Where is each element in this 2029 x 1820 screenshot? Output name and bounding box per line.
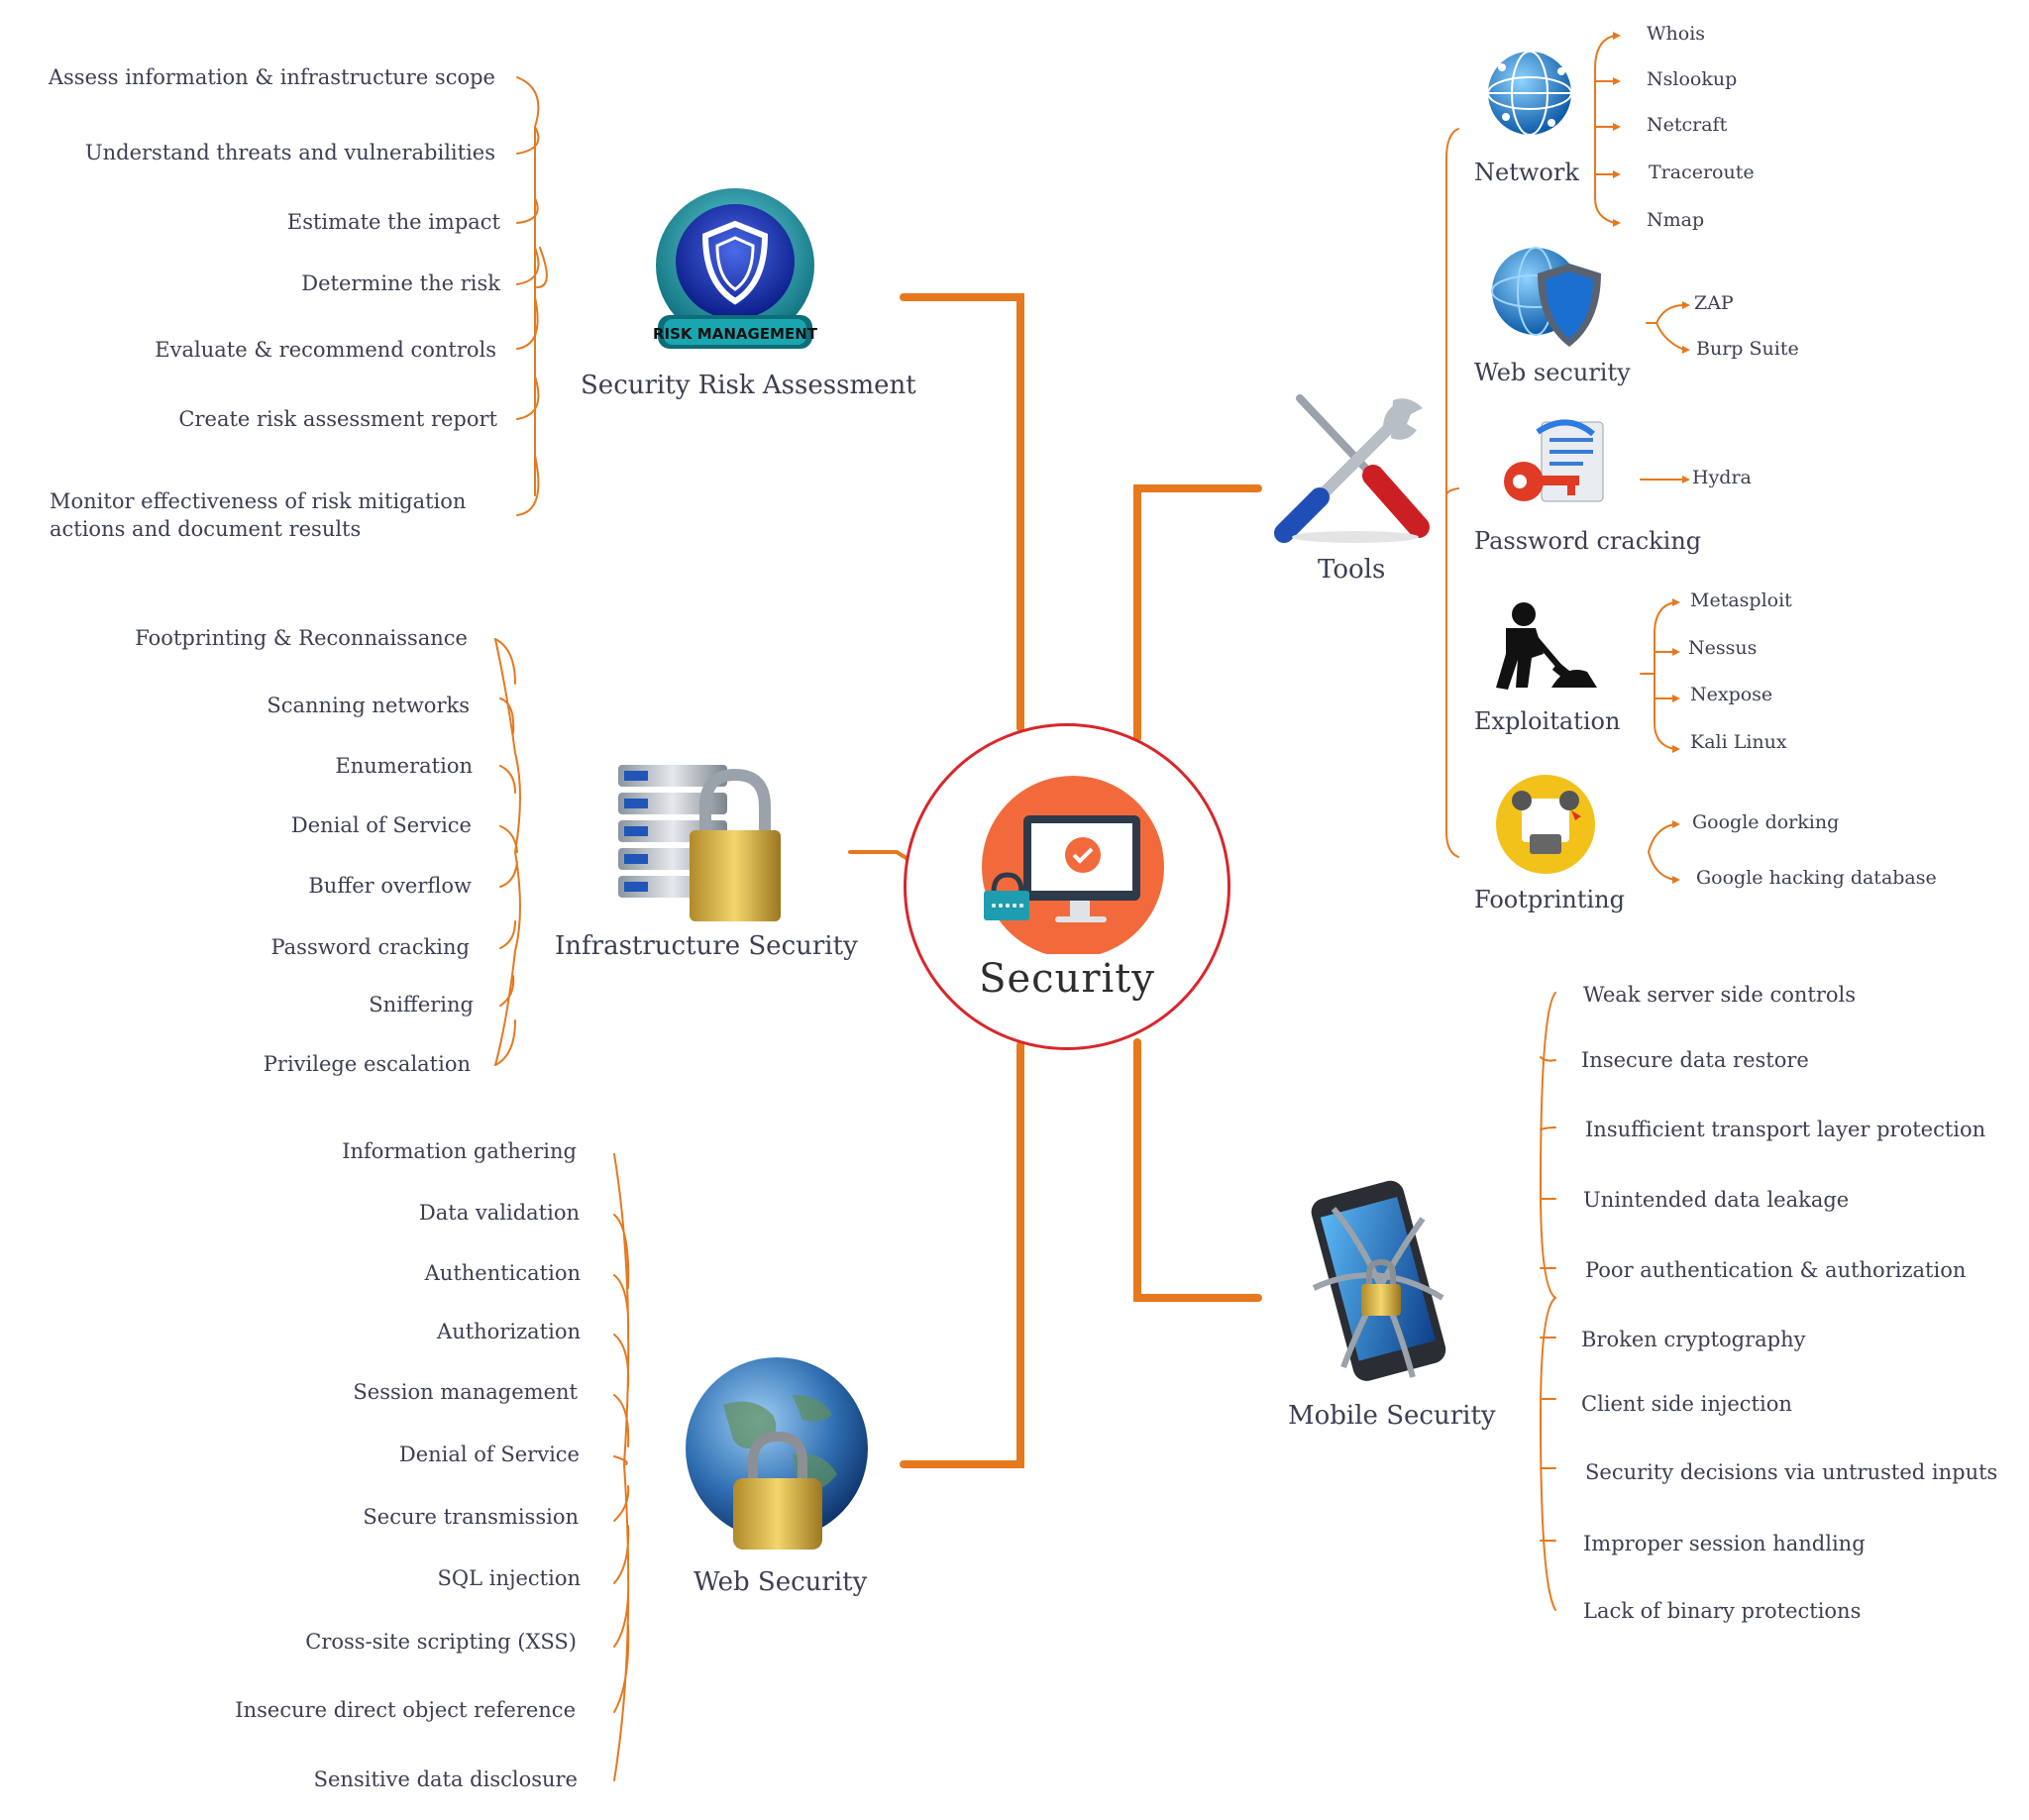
brace-tools	[1445, 35, 1685, 881]
risk-badge-text: RISK MANAGEMENT	[654, 325, 818, 343]
brace-risk	[516, 76, 548, 516]
key-document-icon	[1504, 419, 1604, 502]
infra-item-1: Footprinting & Reconnaissance	[135, 626, 468, 650]
trunk-infra	[848, 850, 911, 862]
infra-item-6: Password cracking	[270, 935, 470, 959]
mobile-item-3: Insufficient transport layer protection	[1585, 1118, 1986, 1141]
web-item-7: Secure transmission	[363, 1505, 579, 1529]
infra-item-8: Privilege escalation	[263, 1052, 471, 1076]
tool-traceroute: Traceroute	[1649, 161, 1755, 183]
mobile-item-9: Improper session handling	[1583, 1532, 1866, 1555]
web-item-3: Authentication	[424, 1261, 581, 1285]
center-title: Security	[979, 956, 1155, 1002]
branch-risk-label: Security Risk Assessment	[581, 371, 916, 400]
web-item-8: SQL injection	[437, 1566, 582, 1590]
infra-item-3: Enumeration	[335, 754, 473, 778]
brace-web	[613, 1153, 630, 1781]
web-item-5: Session management	[353, 1380, 578, 1404]
mobile-item-8: Security decisions via untrusted inputs	[1585, 1460, 1998, 1484]
tools-group-footprinting-label: Footprinting	[1474, 886, 1625, 913]
brace-infra	[494, 638, 521, 1066]
risk-item-3: Estimate the impact	[286, 210, 500, 234]
tool-nexpose: Nexpose	[1690, 684, 1773, 705]
infra-item-5: Buffer overflow	[308, 874, 472, 898]
tool-netcraft: Netcraft	[1647, 114, 1728, 136]
tool-nslookup: Nslookup	[1647, 68, 1738, 90]
risk-item-6: Create risk assessment report	[178, 407, 497, 431]
tool-metasploit: Metasploit	[1690, 589, 1792, 611]
tools-group-exploitation-label: Exploitation	[1474, 707, 1621, 735]
mobile-item-4: Unintended data leakage	[1583, 1188, 1850, 1212]
branch-mobile-label: Mobile Security	[1288, 1401, 1496, 1431]
secure-monitor-icon	[982, 776, 1164, 954]
tools-group-web-label: Web security	[1474, 359, 1631, 386]
trunk-web	[900, 1041, 1024, 1468]
risk-management-shield-icon: RISK MANAGEMENT	[654, 188, 818, 349]
mobile-item-5: Poor authentication & authorization	[1585, 1258, 1967, 1282]
infra-item-7: Sniffering	[369, 993, 474, 1017]
screwdriver-wrench-icon	[1274, 394, 1430, 543]
mobile-item-7: Client side injection	[1581, 1392, 1792, 1416]
tool-nessus: Nessus	[1688, 637, 1758, 659]
web-item-6: Denial of Service	[398, 1443, 580, 1466]
leaf-arrowheads	[1613, 32, 1690, 884]
tool-whois: Whois	[1647, 23, 1706, 45]
branch-tools-label: Tools	[1318, 555, 1386, 585]
tool-kali-linux: Kali Linux	[1690, 731, 1787, 753]
trunk-risk	[900, 293, 1024, 732]
tool-google-hacking-database: Google hacking database	[1696, 867, 1937, 889]
web-item-9: Cross-site scripting (XSS)	[305, 1630, 577, 1654]
web-item-11: Sensitive data disclosure	[313, 1767, 578, 1791]
web-item-10: Insecure direct object reference	[235, 1698, 576, 1722]
web-item-2: Data validation	[418, 1201, 580, 1225]
globe-padlock-icon	[686, 1357, 868, 1550]
trunk-tools	[1133, 484, 1262, 742]
tools-group-password-label: Password cracking	[1474, 527, 1702, 555]
chained-phone-icon	[1311, 1180, 1446, 1381]
network-globe-icon	[1487, 51, 1572, 136]
infra-item-4: Denial of Service	[290, 813, 472, 837]
branch-infrastructure-label: Infrastructure Security	[555, 931, 858, 961]
tools-group-network-label: Network	[1474, 159, 1579, 186]
globe-shield-icon	[1491, 247, 1601, 347]
digging-worker-icon	[1496, 602, 1597, 690]
web-item-4: Authorization	[437, 1320, 581, 1343]
infra-item-2: Scanning networks	[267, 694, 470, 717]
mobile-item-1: Weak server side controls	[1583, 983, 1857, 1007]
tool-zap: ZAP	[1694, 292, 1734, 314]
risk-item-7: Monitor effectiveness of risk mitigation…	[50, 489, 467, 542]
risk-item-4: Determine the risk	[301, 271, 500, 295]
risk-item-1: Assess information & infrastructure scop…	[48, 65, 495, 89]
risk-item-2: Understand threats and vulnerabilities	[84, 141, 495, 164]
server-padlock-icon	[618, 765, 781, 921]
mobile-item-10: Lack of binary protections	[1583, 1599, 1862, 1623]
risk-item-5: Evaluate & recommend controls	[155, 338, 496, 362]
brace-mobile	[1539, 992, 1556, 1611]
mobile-item-6: Broken cryptography	[1581, 1328, 1806, 1351]
web-item-1: Information gathering	[342, 1139, 577, 1163]
center-hub: Security	[904, 723, 1230, 1050]
tool-burp-suite: Burp Suite	[1696, 338, 1799, 360]
mobile-item-2: Insecure data restore	[1581, 1048, 1809, 1072]
tool-nmap: Nmap	[1647, 209, 1705, 231]
tool-google-dorking: Google dorking	[1692, 811, 1840, 833]
trunk-mobile	[1133, 1038, 1262, 1302]
tool-hydra: Hydra	[1692, 467, 1752, 488]
branch-web-label: Web Security	[694, 1567, 868, 1597]
footprinting-network-icon	[1496, 775, 1595, 874]
